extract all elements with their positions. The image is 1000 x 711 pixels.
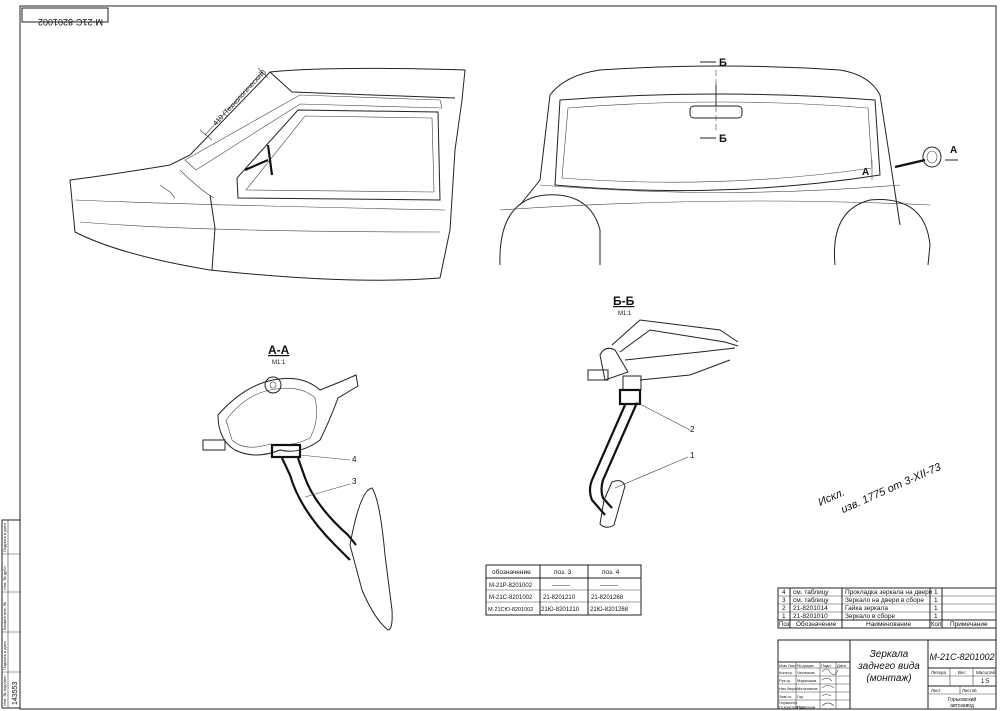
bom-r0-qty: 1: [934, 589, 938, 596]
section-aa-drawing: А-А М1:1 4 3: [202, 343, 393, 631]
role-izm: Изм.: [779, 663, 788, 668]
bom-r2-code: 21-8201014: [793, 605, 828, 612]
variants-row2-c2: 21Ю-8201268: [590, 607, 629, 613]
variants-row0-c2: ———: [600, 583, 618, 589]
variants-row2-c0: М-21СЮ-8201002: [488, 607, 533, 613]
signature-scribbles: [821, 668, 839, 707]
callout-2: 2: [690, 425, 695, 434]
variants-row1-c1: 21-8201210: [543, 595, 576, 601]
section-bb-title: Б-Б: [613, 294, 635, 308]
callout-3: 3: [352, 477, 357, 486]
revision-line2: изв. 1775 от 3-XII-73: [839, 461, 943, 516]
rotated-code-box: [21, 7, 109, 23]
car-front-view: Б Б А А: [499, 57, 958, 266]
title-list: Лист: [931, 688, 941, 693]
bom-r2-qty: 1: [934, 605, 938, 612]
bom-h-qty: Кол: [931, 622, 942, 628]
bom-r2-pos: 2: [782, 605, 786, 612]
name-5: Проворов: [797, 705, 815, 710]
variants-row0-c0: М-21Р-8201002: [489, 583, 533, 589]
inventory-number: 143553: [12, 682, 19, 705]
role-list: Лист: [788, 663, 797, 668]
left-binding-strip: Подпись и дата Инв. № дубл. Взамен инв. …: [1, 519, 21, 709]
role-doc: № докум.: [797, 663, 815, 668]
role-konstr: Констр.: [779, 670, 793, 675]
bom-r3-qty: 1: [934, 613, 938, 620]
section-bb-drawing: Б-Б М1:1 2 1: [587, 294, 739, 528]
role-rukgr: Рук.гр.: [779, 678, 791, 683]
rotated-doc-code: М-21С-8201002: [38, 17, 103, 27]
bom-r3-code: 21-8201010: [793, 613, 828, 620]
drawing-frame: [19, 5, 997, 710]
bom-r2-name: Гайка зеркала: [845, 604, 888, 612]
strip-label-5: Инв. № подлинн.: [2, 674, 7, 706]
section-bb-scale: М1:1: [618, 311, 632, 317]
role-normkontr: Нормконтр.: [779, 701, 798, 705]
variants-row1-c2: 21-8201268: [591, 595, 624, 601]
title-ves: Вес: [958, 670, 967, 675]
role-nachburo: Нач.бюро: [779, 686, 798, 691]
section-aa-scale: М1:1: [272, 360, 286, 366]
role-glkonstr: Гл.конструктор: [779, 706, 804, 710]
bom-r1-pos: 3: [782, 597, 786, 604]
bom-r1-code: см. таблицу: [793, 596, 829, 604]
name-3: Мельников: [797, 686, 817, 691]
strip-label-4: Подпись и дата: [2, 640, 7, 670]
bom-r1-name: Зеркало на двери в сборе: [845, 596, 924, 604]
title-name-l2: заднего вида: [857, 661, 920, 672]
role-podp: Подп.: [821, 663, 832, 668]
title-name-l3: (монтаж): [866, 673, 911, 684]
car-side-view: 410 (Технологический): [69, 67, 466, 281]
title-listov: Листов: [962, 688, 977, 693]
title-litera: Литера: [931, 670, 946, 675]
role-zamgl: Зам.гл.: [779, 694, 792, 699]
section-a-marker-left: А: [862, 167, 869, 178]
bom-r1-qty: 1: [934, 597, 938, 604]
bom-h-code: Обозначение: [796, 620, 837, 628]
section-aa-title: А-А: [268, 343, 290, 357]
bom-r0-name: Прокладка зеркала на двери: [845, 589, 933, 596]
bom-h-pos: Поз: [779, 622, 790, 628]
strip-label-2: Инв. № дубл.: [2, 565, 7, 590]
strip-label-3: Взамен инв. №: [2, 602, 7, 630]
bom-h-note: Примечание: [950, 621, 988, 628]
variants-header-2: поз. 4: [602, 569, 620, 576]
name-4: Гор: [797, 694, 804, 699]
title-org-l2: автозавод: [950, 703, 974, 709]
section-b-marker-top: Б: [719, 57, 727, 69]
bom-table: 4 см. таблицу Прокладка зеркала на двери…: [777, 587, 997, 629]
name-2: Маркошов: [797, 678, 816, 683]
role-data: Дата: [837, 663, 847, 668]
section-b-marker-bottom: Б: [719, 133, 727, 145]
variants-header-1: поз. 3: [554, 569, 572, 576]
title-block: Изм. Лист № докум. Подп. Дата Констр. Ру…: [777, 639, 997, 710]
strip-label-1: Подпись и дата: [2, 522, 7, 552]
bom-r0-code: см. таблицу: [793, 588, 829, 596]
bom-r3-name: Зеркало в сборе: [845, 612, 896, 620]
title-doc-code: М-21С-8201002: [929, 652, 994, 662]
variants-header-0: обозначение: [492, 568, 531, 576]
title-org-l1: Горьковский: [948, 696, 977, 703]
bom-r0-pos: 4: [782, 589, 786, 596]
variants-row1-c0: М-21С-8201002: [489, 595, 533, 601]
section-a-marker-right: А: [950, 145, 957, 156]
callout-1: 1: [690, 451, 695, 460]
variants-row0-c1: ———: [552, 583, 570, 589]
revision-note: Искл. изв. 1775 от 3-XII-73: [816, 461, 943, 516]
title-scale-value: 1:5: [981, 679, 990, 685]
name-1: Чесноков: [797, 670, 814, 675]
dimension-callout: 410 (Технологический): [212, 68, 268, 127]
bom-h-name: Наименование: [866, 621, 911, 628]
title-name-l1: Зеркала: [870, 649, 909, 660]
variants-table: обозначение поз. 3 поз. 4 М-21Р-8201002 …: [485, 564, 642, 616]
title-masshtab: Масштаб: [976, 670, 996, 675]
callout-4: 4: [352, 455, 357, 464]
bom-r3-pos: 1: [782, 613, 786, 620]
variants-row2-c1: 21Ю-8201210: [541, 607, 580, 613]
